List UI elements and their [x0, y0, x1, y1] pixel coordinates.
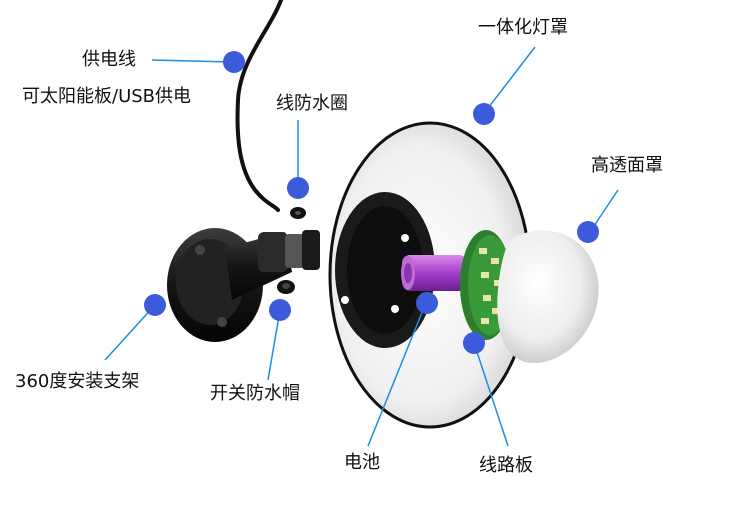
- clear-dome-cover: [497, 230, 599, 364]
- label-solar-usb: 可太阳能板/USB供电: [22, 86, 192, 107]
- callout-dot-mount-bracket: [144, 294, 166, 316]
- callout-dot-clear-cover: [577, 221, 599, 243]
- mount-bracket: [167, 228, 320, 342]
- label-wire-seal: 线防水圈: [276, 93, 348, 114]
- wire-seal-ring: [290, 207, 306, 219]
- label-switch-cap: 开关防水帽: [210, 383, 300, 404]
- callout-dot-circuit-board: [463, 332, 485, 354]
- callout-dot-battery: [416, 292, 438, 314]
- label-circuit-board: 线路板: [479, 455, 533, 476]
- switch-cap: [277, 280, 295, 294]
- power-cable: [235, 0, 283, 212]
- callout-dot-power-cord: [223, 51, 245, 73]
- callout-dot-switch-cap: [269, 299, 291, 321]
- callout-dot-wire-seal: [287, 177, 309, 199]
- battery: [401, 255, 467, 291]
- callout-dot-integrated-shade: [473, 103, 495, 125]
- label-integrated-shade: 一体化灯罩: [478, 17, 568, 38]
- label-clear-cover: 高透面罩: [591, 155, 663, 176]
- callout-dots: [144, 51, 599, 354]
- label-power-cord: 供电线: [82, 49, 136, 70]
- label-battery: 电池: [344, 452, 380, 473]
- leader-lines: [104, 46, 619, 447]
- label-mount-bracket: 360度安装支架: [15, 371, 140, 392]
